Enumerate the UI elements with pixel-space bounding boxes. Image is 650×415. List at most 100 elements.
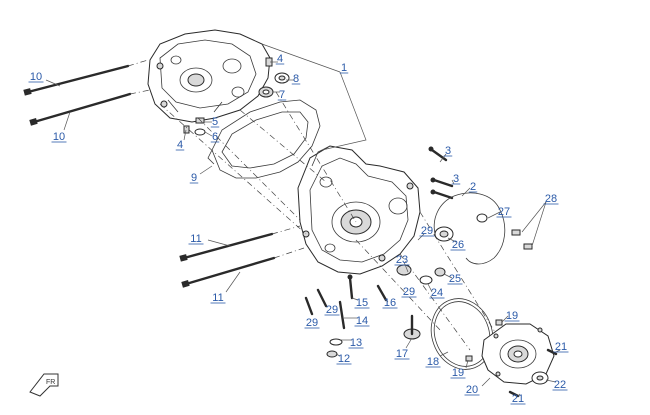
stud-14 [338, 300, 346, 330]
callout-number: 19 [452, 367, 464, 379]
bolt-3-upper [428, 146, 448, 162]
long-stud-upper [23, 64, 130, 96]
callout-number: 11 [190, 233, 201, 245]
callout-6: 6 [210, 131, 220, 143]
callout-number: 4 [177, 139, 183, 151]
long-stud-11-lower [181, 256, 276, 288]
callout-14: 14 [354, 315, 370, 327]
callout-3: 3 [451, 173, 461, 185]
callout-7: 7 [277, 89, 287, 101]
callout-number: 22 [554, 379, 566, 391]
callout-10: 10 [28, 71, 44, 83]
callout-9: 9 [189, 172, 199, 184]
callout-number: 1 [341, 62, 347, 74]
callout-number: 17 [396, 348, 408, 360]
callout-21: 21 [510, 393, 526, 405]
callout-16: 16 [382, 297, 398, 309]
nut-12 [326, 350, 338, 358]
callout-18: 18 [425, 356, 441, 368]
callout-number: 15 [356, 297, 368, 309]
callout-number: 10 [53, 131, 65, 143]
callout-11: 11 [188, 233, 204, 245]
bolt-16 [376, 284, 388, 302]
callout-number: 3 [445, 145, 451, 157]
side-cover-20 [481, 323, 555, 385]
callout-number: 29 [403, 286, 415, 298]
front-direction-arrow-icon: FR [29, 373, 59, 397]
bolt-29-a [316, 288, 328, 308]
callout-5: 5 [210, 116, 220, 128]
clip-27 [476, 213, 488, 223]
callout-29: 29 [419, 225, 435, 237]
callout-number: 18 [427, 356, 439, 368]
callout-number: 13 [350, 337, 362, 349]
callout-4: 4 [275, 53, 285, 65]
callout-19: 19 [504, 310, 520, 322]
oil-seal-26 [434, 226, 454, 242]
callout-number: 3 [453, 173, 459, 185]
callout-number: 8 [293, 73, 299, 85]
callout-number: 23 [396, 254, 408, 266]
callout-24: 24 [429, 287, 445, 299]
callout-number: 24 [431, 287, 443, 299]
nut-25 [434, 267, 446, 277]
bolt-21-upper [546, 348, 558, 356]
callout-15: 15 [354, 297, 370, 309]
callout-12: 12 [336, 353, 352, 365]
oil-seal-22 [531, 371, 549, 385]
callout-20: 20 [464, 384, 480, 396]
washer-24 [419, 275, 433, 285]
callout-8: 8 [291, 73, 301, 85]
callout-number: 10 [30, 71, 42, 83]
callout-number: 21 [555, 341, 567, 353]
callout-number: 7 [279, 89, 285, 101]
washer-6 [194, 128, 206, 136]
callout-25: 25 [447, 273, 463, 285]
callout-number: 4 [277, 53, 283, 65]
callout-11: 11 [210, 292, 226, 304]
long-stud-lower [29, 92, 132, 126]
callout-26: 26 [450, 239, 466, 251]
dowel-pin-lower [183, 125, 190, 134]
callout-29: 29 [324, 304, 340, 316]
bolt-21-lower [508, 390, 520, 398]
callout-number: 29 [326, 304, 338, 316]
front-direction-label: FR [46, 379, 55, 386]
callout-13: 13 [348, 337, 364, 349]
bolt-5 [195, 117, 205, 124]
callout-number: 9 [191, 172, 197, 184]
callout-number: 14 [356, 315, 368, 327]
callout-10: 10 [51, 131, 67, 143]
callout-29: 29 [401, 286, 417, 298]
callout-19: 19 [450, 367, 466, 379]
callout-number: 11 [212, 292, 223, 304]
bearing-7 [258, 86, 274, 98]
callout-number: 29 [421, 225, 433, 237]
callout-2: 2 [468, 181, 478, 193]
crankcase-gasket [207, 99, 321, 179]
callout-number: 21 [512, 393, 524, 405]
left-crankcase [147, 29, 271, 123]
oil-seal-8 [274, 72, 290, 84]
callout-number: 19 [506, 310, 518, 322]
callout-number: 25 [449, 273, 461, 285]
callout-29: 29 [304, 317, 320, 329]
callout-number: 29 [306, 317, 318, 329]
callout-4: 4 [175, 139, 185, 151]
callout-number: 2 [470, 181, 476, 193]
callout-number: 20 [466, 384, 478, 396]
callout-23: 23 [394, 254, 410, 266]
callout-number: 16 [384, 297, 396, 309]
cover-gasket-18 [430, 298, 494, 370]
callout-number: 28 [545, 193, 557, 205]
bolt-3-lower [430, 177, 454, 200]
bolt-29-b [304, 296, 314, 316]
callout-21: 21 [553, 341, 569, 353]
callout-28: 28 [543, 193, 559, 205]
gear-17 [403, 314, 421, 340]
callout-number: 6 [212, 131, 218, 143]
callout-number: 27 [498, 206, 510, 218]
callout-22: 22 [552, 379, 568, 391]
